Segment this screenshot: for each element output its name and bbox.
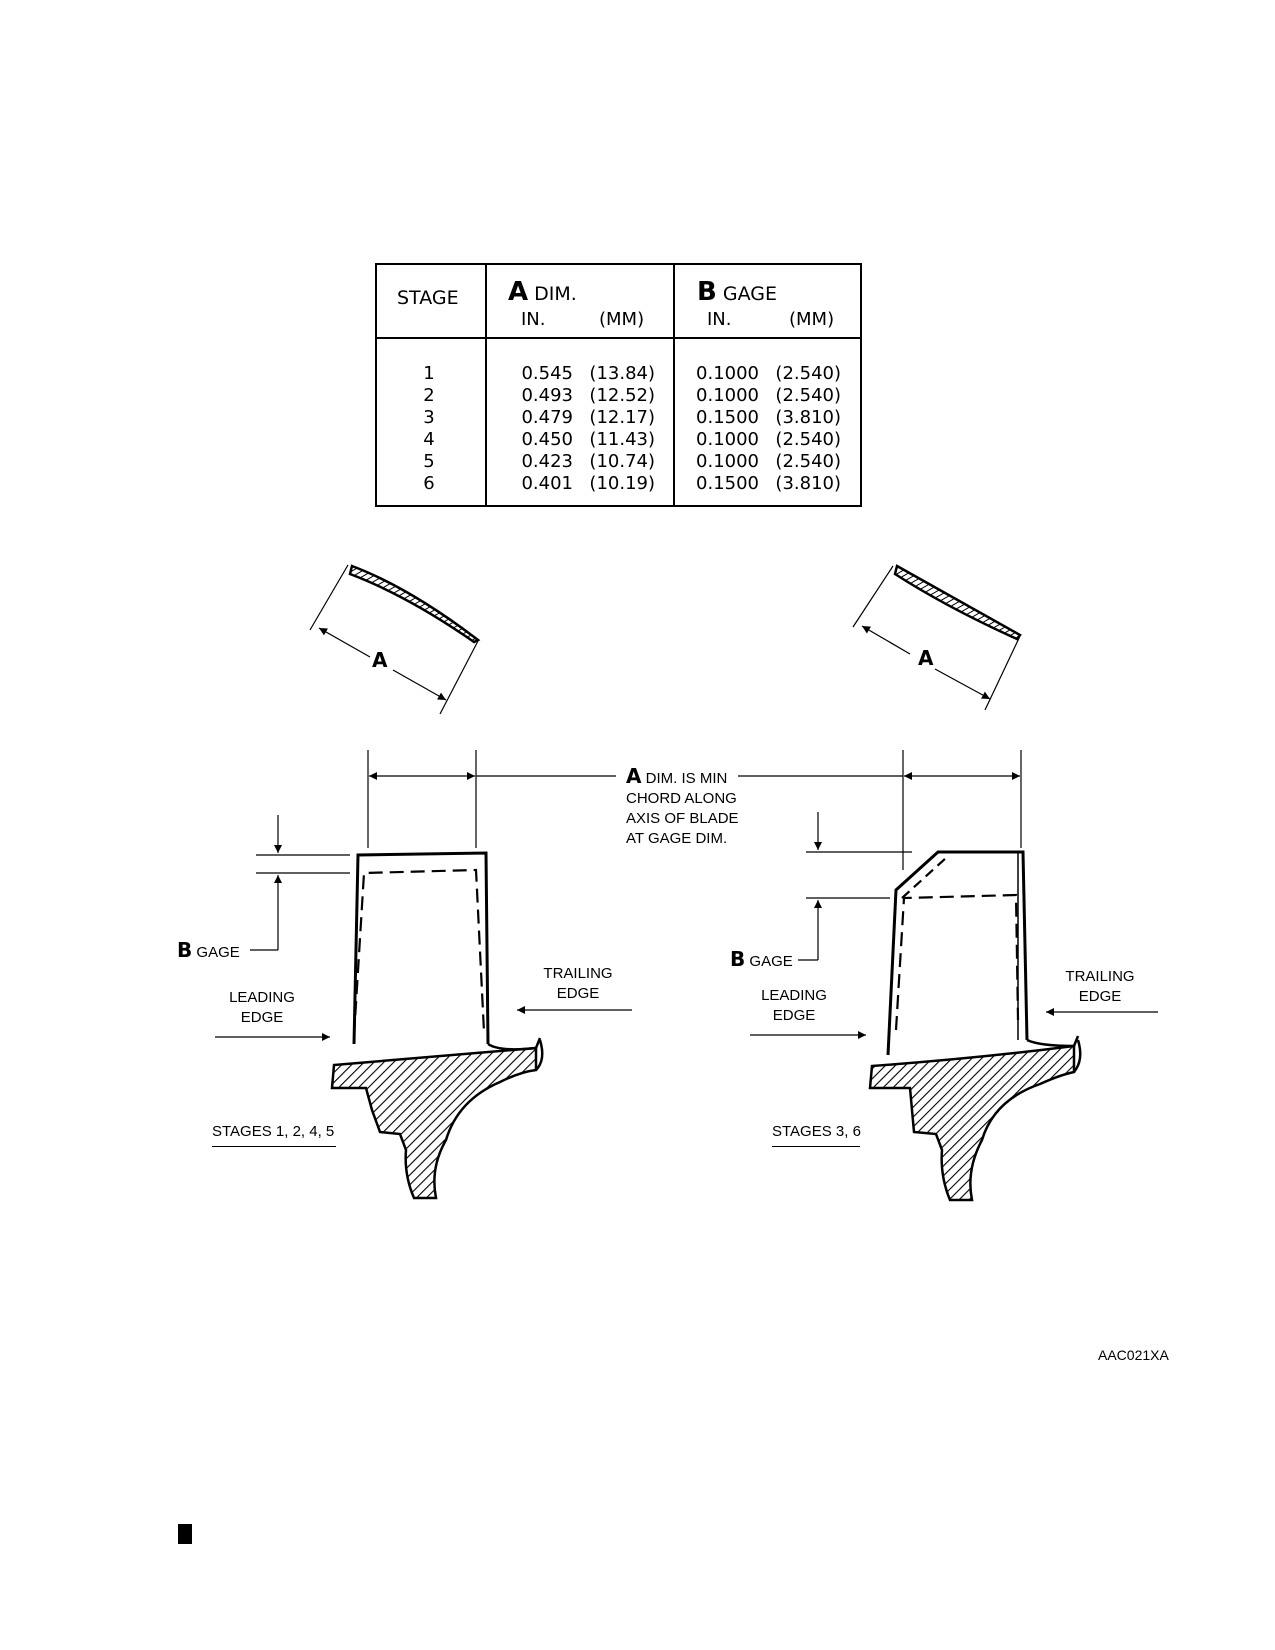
table-cell: 0.1500 — [696, 473, 759, 494]
right-blade — [750, 812, 1158, 1202]
a-unit-mm: (MM) — [599, 309, 645, 330]
left-caption-underline — [212, 1146, 336, 1147]
right-b-gage-label: B GAGE — [730, 949, 793, 972]
left-stages-caption: STAGES 1, 2, 4, 5 — [212, 1123, 335, 1140]
table-cell: (12.52) — [589, 385, 655, 406]
table-cell: 0.1000 — [696, 363, 759, 384]
left-a-label: A — [372, 648, 388, 672]
a-dimension-lines — [367, 750, 1022, 870]
left-leading-edge-label: LEADING EDGE — [222, 988, 302, 1028]
table-cell: (2.540) — [775, 451, 841, 472]
gage-text: GAGE — [749, 953, 793, 970]
table-cell: 0.450 — [521, 429, 573, 450]
table-cell: (12.17) — [589, 407, 655, 428]
table-cell: (2.540) — [775, 363, 841, 384]
a-letter: A — [508, 277, 529, 307]
table-cell: (10.74) — [589, 451, 655, 472]
b-letter: B — [177, 938, 193, 962]
leading-edge-line: LEADING — [229, 989, 295, 1006]
trailing-edge-line: TRAILING — [543, 965, 613, 982]
b-gage-label: GAGE — [722, 283, 777, 305]
note-line: CHORD ALONG — [626, 790, 737, 807]
left-b-gage-label: B GAGE — [177, 940, 240, 963]
trailing-edge-line: TRAILING — [1065, 968, 1135, 985]
left-trailing-edge-label: TRAILING EDGE — [536, 964, 620, 1004]
table-cell: 3 — [423, 407, 435, 428]
table-cell: (13.84) — [589, 363, 655, 384]
a-dim-note: A DIM. IS MIN CHORD ALONG AXIS OF BLADE … — [626, 766, 739, 849]
left-airfoil-section — [309, 564, 481, 715]
table-cell: 6 — [423, 473, 435, 494]
b-unit-mm: (MM) — [789, 309, 835, 330]
leading-edge-line: EDGE — [240, 1009, 284, 1026]
right-leading-edge-label: LEADING EDGE — [754, 986, 834, 1026]
note-line: DIM. IS MIN — [645, 770, 728, 787]
right-trailing-edge-label: TRAILING EDGE — [1058, 967, 1142, 1007]
left-blade — [215, 815, 632, 1200]
leading-edge-line: LEADING — [761, 987, 827, 1004]
trailing-edge-line: EDGE — [556, 985, 600, 1002]
right-caption-underline — [772, 1146, 860, 1147]
table-cell: 5 — [423, 451, 435, 472]
table-cell: 0.1000 — [696, 385, 759, 406]
trailing-edge-line: EDGE — [1078, 988, 1122, 1005]
gage-dimension-table: STAGE A DIM. B GAGE IN. (MM) IN. (MM) 1 … — [375, 263, 862, 507]
a-dim-label: DIM. — [534, 283, 577, 305]
table-cell: 0.1000 — [696, 429, 759, 450]
table-cell: 0.493 — [521, 385, 573, 406]
table-cell: 0.401 — [521, 473, 573, 494]
table-cell: (3.810) — [775, 407, 841, 428]
note-a-letter: A — [626, 764, 642, 788]
right-airfoil-section — [852, 564, 1022, 711]
right-a-label: A — [918, 646, 934, 670]
table-cell: 0.545 — [521, 363, 573, 384]
table-cell: 2 — [423, 385, 435, 406]
table-cell: 4 — [423, 429, 435, 450]
b-letter: B — [730, 947, 746, 971]
table-cell: (11.43) — [589, 429, 655, 450]
table-cell: 1 — [423, 363, 435, 384]
table-cell: 0.1500 — [696, 407, 759, 428]
a-in-column: 0.545 0.493 0.479 0.450 0.423 0.401 — [503, 363, 573, 495]
figure-id: AAC021XA — [1098, 1347, 1169, 1363]
right-stages-caption: STAGES 3, 6 — [772, 1123, 861, 1140]
stage-header: STAGE — [397, 287, 459, 309]
stage-column: 1 2 3 4 5 6 — [417, 363, 441, 495]
b-unit-in: IN. — [707, 309, 732, 330]
table-cell: (3.810) — [775, 473, 841, 494]
a-dim-header: A DIM. — [508, 277, 577, 307]
table-cell: 0.479 — [521, 407, 573, 428]
b-letter: B — [697, 277, 717, 307]
b-in-column: 0.1000 0.1000 0.1500 0.1000 0.1000 0.150… — [681, 363, 759, 495]
table-cell: (10.19) — [589, 473, 655, 494]
note-line: AXIS OF BLADE — [626, 810, 739, 827]
b-mm-column: (2.540) (2.540) (3.810) (2.540) (2.540) … — [763, 363, 841, 495]
table-cell: (2.540) — [775, 429, 841, 450]
a-mm-column: (13.84) (12.52) (12.17) (11.43) (10.74) … — [577, 363, 655, 495]
a-unit-in: IN. — [521, 309, 546, 330]
b-gage-header: B GAGE — [697, 277, 777, 307]
note-line: AT GAGE DIM. — [626, 830, 728, 847]
table-cell: 0.1000 — [696, 451, 759, 472]
change-bar-marker — [178, 1524, 192, 1544]
leading-edge-line: EDGE — [772, 1007, 816, 1024]
gage-text: GAGE — [196, 944, 240, 961]
table-cell: (2.540) — [775, 385, 841, 406]
table-cell: 0.423 — [521, 451, 573, 472]
